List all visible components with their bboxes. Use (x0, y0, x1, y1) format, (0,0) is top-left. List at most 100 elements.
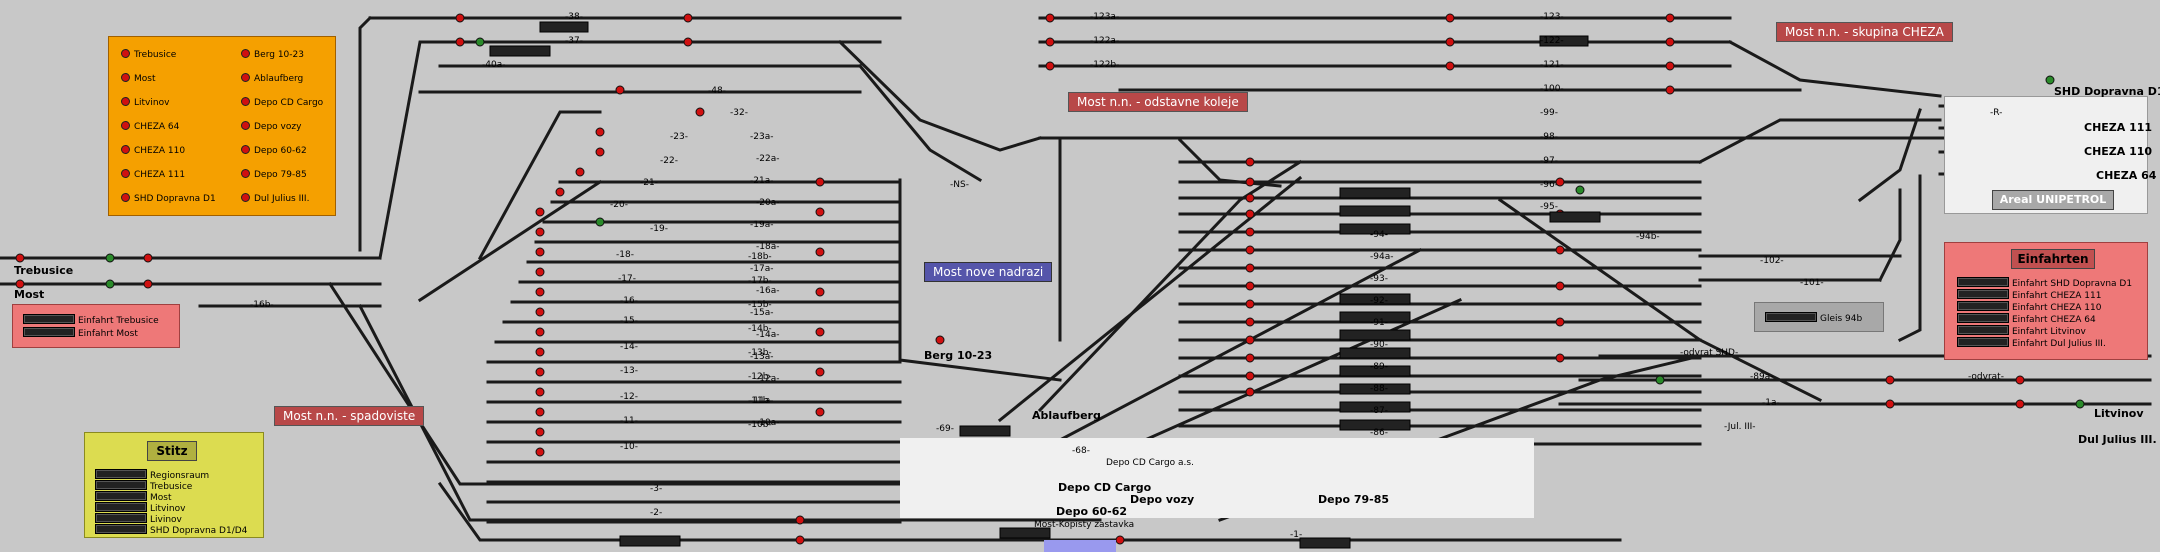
einfahrt-row[interactable]: Einfahrt Litvinov (1957, 325, 2086, 338)
red-signal-icon[interactable] (1245, 353, 1255, 363)
red-signal-icon[interactable] (1665, 13, 1675, 23)
red-signal-icon[interactable] (595, 147, 605, 157)
red-signal-icon[interactable] (1665, 37, 1675, 47)
red-signal-icon[interactable] (1445, 37, 1455, 47)
green-signal-icon[interactable] (595, 217, 605, 227)
red-signal-icon[interactable] (795, 515, 805, 525)
stitz-row[interactable]: Most (95, 491, 172, 504)
red-signal-icon[interactable] (1555, 177, 1565, 187)
red-signal-icon[interactable] (695, 107, 705, 117)
green-signal-icon[interactable] (105, 253, 115, 263)
red-signal-icon[interactable] (143, 279, 153, 289)
red-signal-icon[interactable] (1045, 13, 1055, 23)
route-button-block[interactable] (95, 513, 147, 523)
red-signal-icon[interactable] (1245, 157, 1255, 167)
stitz-row[interactable]: SHD Dopravna D1/D4 (95, 524, 247, 537)
red-signal-icon[interactable] (1245, 317, 1255, 327)
red-signal-icon[interactable] (815, 327, 825, 337)
red-signal-icon[interactable] (535, 287, 545, 297)
route-button-block[interactable] (1957, 277, 2009, 287)
red-signal-icon[interactable] (1245, 209, 1255, 219)
route-button-block[interactable] (1765, 312, 1817, 322)
red-signal-icon[interactable] (815, 367, 825, 377)
red-signal-icon[interactable] (2015, 399, 2025, 409)
red-signal-icon[interactable] (535, 327, 545, 337)
stitz-row[interactable]: Litvinov (95, 502, 185, 515)
red-signal-icon[interactable] (1555, 281, 1565, 291)
red-signal-icon[interactable] (535, 387, 545, 397)
einfahrt-row[interactable]: Einfahrt Dul Julius III. (1957, 337, 2106, 350)
red-signal-icon[interactable] (795, 535, 805, 545)
red-signal-icon[interactable] (1115, 535, 1125, 545)
red-signal-icon[interactable] (1245, 281, 1255, 291)
einfahrt-most-row[interactable]: Einfahrt Most (23, 327, 138, 340)
red-signal-icon[interactable] (535, 447, 545, 457)
red-signal-icon[interactable] (935, 335, 945, 345)
einfahrt-row[interactable]: Einfahrt SHD Dopravna D1 (1957, 277, 2132, 290)
route-button-block[interactable] (23, 314, 75, 324)
red-signal-icon[interactable] (815, 207, 825, 217)
green-signal-icon[interactable] (2045, 75, 2055, 85)
red-signal-icon[interactable] (1045, 37, 1055, 47)
red-signal-icon[interactable] (815, 247, 825, 257)
einfahrt-row[interactable]: Einfahrt CHEZA 110 (1957, 301, 2101, 314)
route-button-block[interactable] (95, 469, 147, 479)
red-signal-icon[interactable] (535, 227, 545, 237)
red-signal-icon[interactable] (15, 253, 25, 263)
green-signal-icon[interactable] (1655, 375, 1665, 385)
red-signal-icon[interactable] (615, 85, 625, 95)
red-signal-icon[interactable] (815, 177, 825, 187)
red-signal-icon[interactable] (1245, 335, 1255, 345)
red-signal-icon[interactable] (1245, 371, 1255, 381)
green-signal-icon[interactable] (475, 37, 485, 47)
red-signal-icon[interactable] (1245, 263, 1255, 273)
green-signal-icon[interactable] (2075, 399, 2085, 409)
stitz-row[interactable]: Regionsraum (95, 469, 209, 482)
route-button-block[interactable] (95, 480, 147, 490)
red-signal-icon[interactable] (1445, 61, 1455, 71)
red-signal-icon[interactable] (1885, 399, 1895, 409)
route-button-block[interactable] (1957, 337, 2009, 347)
red-signal-icon[interactable] (455, 13, 465, 23)
red-signal-icon[interactable] (1555, 245, 1565, 255)
red-signal-icon[interactable] (2015, 375, 2025, 385)
stitz-row[interactable]: Trebusice (95, 480, 192, 493)
red-signal-icon[interactable] (815, 407, 825, 417)
red-signal-icon[interactable] (1555, 317, 1565, 327)
einfahrt-row[interactable]: Einfahrt CHEZA 64 (1957, 313, 2096, 326)
red-signal-icon[interactable] (1245, 177, 1255, 187)
route-button-block[interactable] (23, 327, 75, 337)
red-signal-icon[interactable] (1245, 193, 1255, 203)
red-signal-icon[interactable] (1245, 245, 1255, 255)
red-signal-icon[interactable] (535, 207, 545, 217)
red-signal-icon[interactable] (1045, 61, 1055, 71)
red-signal-icon[interactable] (535, 247, 545, 257)
route-button-block[interactable] (1957, 289, 2009, 299)
route-button-block[interactable] (1957, 313, 2009, 323)
red-signal-icon[interactable] (1445, 13, 1455, 23)
green-signal-icon[interactable] (1575, 185, 1585, 195)
red-signal-icon[interactable] (143, 253, 153, 263)
red-signal-icon[interactable] (535, 267, 545, 277)
red-signal-icon[interactable] (683, 13, 693, 23)
red-signal-icon[interactable] (535, 407, 545, 417)
red-signal-icon[interactable] (1245, 227, 1255, 237)
route-button-block[interactable] (1957, 301, 2009, 311)
route-button-block[interactable] (1957, 325, 2009, 335)
red-signal-icon[interactable] (1555, 353, 1565, 363)
red-signal-icon[interactable] (1245, 299, 1255, 309)
einfahrt-trebusice-row[interactable]: Einfahrt Trebusice (23, 314, 159, 327)
red-signal-icon[interactable] (1885, 375, 1895, 385)
gleis-94b-row[interactable]: Gleis 94b (1765, 312, 1862, 325)
red-signal-icon[interactable] (575, 167, 585, 177)
red-signal-icon[interactable] (683, 37, 693, 47)
red-signal-icon[interactable] (535, 347, 545, 357)
red-signal-icon[interactable] (455, 37, 465, 47)
red-signal-icon[interactable] (535, 307, 545, 317)
red-signal-icon[interactable] (815, 287, 825, 297)
red-signal-icon[interactable] (1665, 85, 1675, 95)
red-signal-icon[interactable] (555, 187, 565, 197)
route-button-block[interactable] (95, 502, 147, 512)
red-signal-icon[interactable] (15, 279, 25, 289)
red-signal-icon[interactable] (535, 367, 545, 377)
